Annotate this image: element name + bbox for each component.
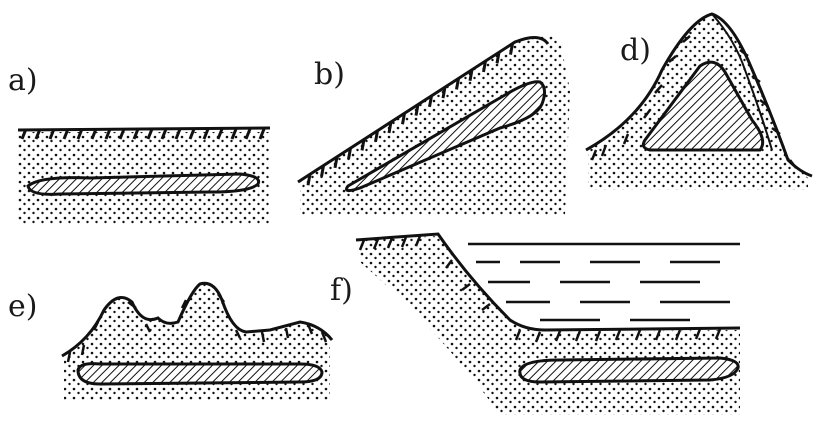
panel-label-f: f) xyxy=(330,276,353,306)
ore-body-a xyxy=(28,174,259,194)
water-lines xyxy=(468,244,740,320)
panel-a-diagram xyxy=(18,128,270,224)
panel-label-b: b) xyxy=(314,60,345,90)
ore-body-e xyxy=(78,364,322,384)
panel-label-a: a) xyxy=(8,66,38,96)
panel-e-diagram xyxy=(62,283,332,400)
panel-f-diagram xyxy=(356,234,740,415)
panel-label-d: d) xyxy=(620,36,651,66)
panel-label-e: e) xyxy=(8,292,37,322)
ore-body-f xyxy=(520,358,738,382)
